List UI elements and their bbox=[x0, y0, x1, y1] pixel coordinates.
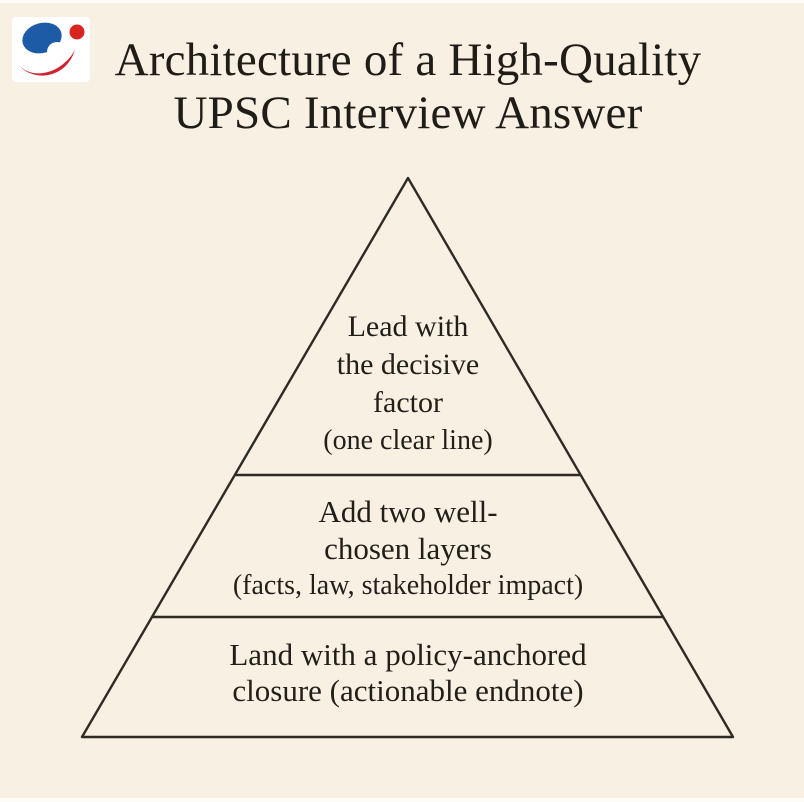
page-title: Architecture of a High-Quality UPSC Inte… bbox=[0, 34, 804, 140]
tier-1-line: the decisive bbox=[336, 348, 480, 381]
tier-3-line: Land with a policy-anchored bbox=[229, 637, 587, 672]
page-title-line1: Architecture of a High-Quality bbox=[114, 34, 702, 86]
tier-1-line: (one clear line) bbox=[323, 425, 493, 456]
tier-2-line: (facts, law, stakeholder impact) bbox=[232, 570, 584, 601]
tier-1-line: factor bbox=[373, 386, 443, 419]
pyramid-tier-2-label: Add two well- chosen layers (facts, law,… bbox=[178, 493, 638, 604]
bottom-edge-strip bbox=[0, 798, 804, 802]
tier-2-line: chosen layers bbox=[324, 531, 492, 566]
page-title-line2: UPSC Interview Answer bbox=[173, 87, 643, 139]
pyramid-tier-3-label: Land with a policy-anchored closure (act… bbox=[98, 637, 718, 709]
top-edge-strip bbox=[0, 0, 804, 3]
pyramid-tier-1-label: Lead with the decisive factor (one clear… bbox=[258, 308, 558, 460]
brand-logo-icon bbox=[20, 22, 85, 76]
tier-2-line: Add two well- bbox=[318, 494, 498, 529]
brand-logo bbox=[12, 17, 90, 82]
tier-3-line: closure (actionable endnote) bbox=[232, 673, 584, 708]
pyramid-outline bbox=[80, 176, 735, 739]
tier-1-line: Lead with bbox=[347, 310, 469, 343]
